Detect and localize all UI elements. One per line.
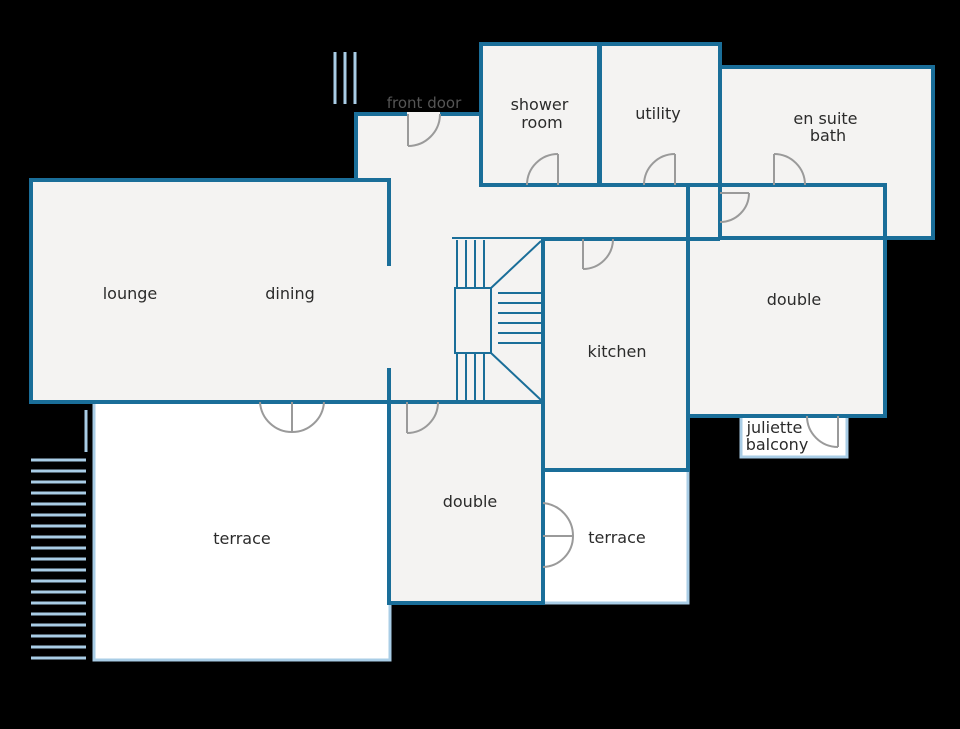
staircase [452,237,543,403]
en-suite-walls [718,65,935,240]
terrace-left-area [92,400,392,662]
dining-label: dining [265,284,314,303]
juliette-balcony-area [739,414,849,459]
double-right-door-swing-icon [719,192,750,223]
terrace-left-label: terrace [213,529,270,548]
walls [29,42,935,605]
terrace-right-label: terrace [588,528,645,547]
interior-fills [31,44,933,603]
kitchen-door-swing-icon [582,238,614,270]
lounge-label: lounge [103,284,158,303]
terrace-double-door-swing-icon [259,401,325,434]
kitchen-south-wall [543,239,690,472]
front-door-swing-icon [407,112,441,147]
shower-room-door-swing-icon [526,153,559,186]
terrace-right-door-swing-icon [542,502,575,568]
en-suite-door-swing-icon [773,153,806,186]
entrance-railing-icon [333,52,357,104]
en-suite-bath-label: en suite bath [793,109,862,145]
kitchen-fill [543,239,688,470]
double-center-door-swing-icon [406,401,439,434]
shower-room-fill [481,44,600,185]
kitchen-label: kitchen [588,342,647,361]
terrace-steps-icon [31,410,88,660]
shower-room-label: shower room [511,95,574,132]
juliette-balcony-door-swing-icon [806,415,839,448]
utility-door-swing-icon [643,153,676,186]
double-center-fill [389,402,543,603]
utility-fill [599,44,720,185]
lounge-dining-fill [31,180,389,402]
doors [259,112,839,568]
lounge-dining-walls [29,178,391,404]
double-right-label: double [767,290,822,309]
juliette-balcony-label: juliette balcony [746,418,809,454]
room-labels: front door shower room utility en suite … [103,94,862,548]
double-center-label: double [443,492,498,511]
front-door-label: front door [387,94,462,112]
utility-label: utility [635,104,681,123]
